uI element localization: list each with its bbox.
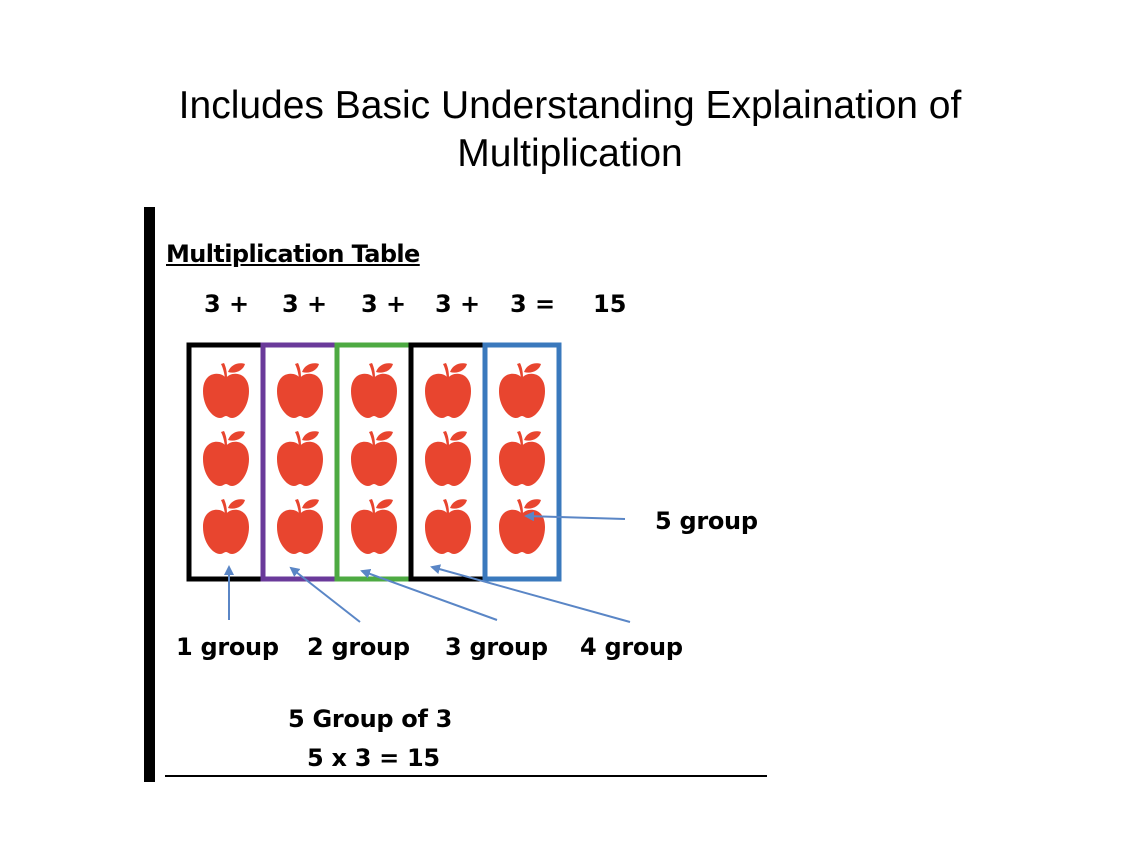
addition-term: 3 + xyxy=(435,290,481,318)
group-label-2: 2 group xyxy=(307,633,410,661)
arrows xyxy=(224,511,631,623)
apple-icon xyxy=(425,431,471,486)
table-heading: Multiplication Table xyxy=(166,240,420,268)
bottom-rule xyxy=(165,775,767,777)
apple-icon xyxy=(499,363,545,418)
apple-icon xyxy=(499,499,545,554)
slide-title-line-1: Includes Basic Understanding Explainatio… xyxy=(178,84,962,127)
addition-term: 3 + xyxy=(361,290,407,318)
arrow-group-2 xyxy=(289,566,361,623)
apple-icon xyxy=(351,499,397,554)
addition-term: 3 + xyxy=(282,290,328,318)
arrow-group-5 xyxy=(524,511,626,522)
group-label-3: 3 group xyxy=(445,633,548,661)
apple-icon xyxy=(499,431,545,486)
addition-term: 3 = xyxy=(510,290,556,318)
group-label-4: 4 group xyxy=(580,633,683,661)
apple-icon xyxy=(277,363,323,418)
apple-icon xyxy=(277,499,323,554)
arrow-group-3 xyxy=(360,569,498,621)
slide-title: Includes Basic Understanding Explainatio… xyxy=(0,82,1140,178)
apple-icon xyxy=(203,363,249,418)
arrow-group-4 xyxy=(430,564,631,623)
group-box-5 xyxy=(482,342,562,582)
apple-icon xyxy=(425,499,471,554)
apple-icon xyxy=(203,431,249,486)
apples xyxy=(203,363,545,554)
group-label-5: 5 group xyxy=(655,507,758,535)
apple-icon xyxy=(203,499,249,554)
summary-groups: 5 Group of 3 xyxy=(288,705,453,733)
apple-icon xyxy=(277,431,323,486)
group-label-1: 1 group xyxy=(176,633,279,661)
left-border-bar xyxy=(144,207,155,782)
group-boxes xyxy=(186,342,562,582)
apple-icon xyxy=(425,363,471,418)
apple-icon xyxy=(351,363,397,418)
addition-total: 15 xyxy=(593,290,627,318)
apple-icon xyxy=(351,431,397,486)
summary-equation: 5 x 3 = 15 xyxy=(307,744,440,772)
addition-term: 3 + xyxy=(204,290,250,318)
slide-title-line-2: Multiplication xyxy=(457,132,683,175)
